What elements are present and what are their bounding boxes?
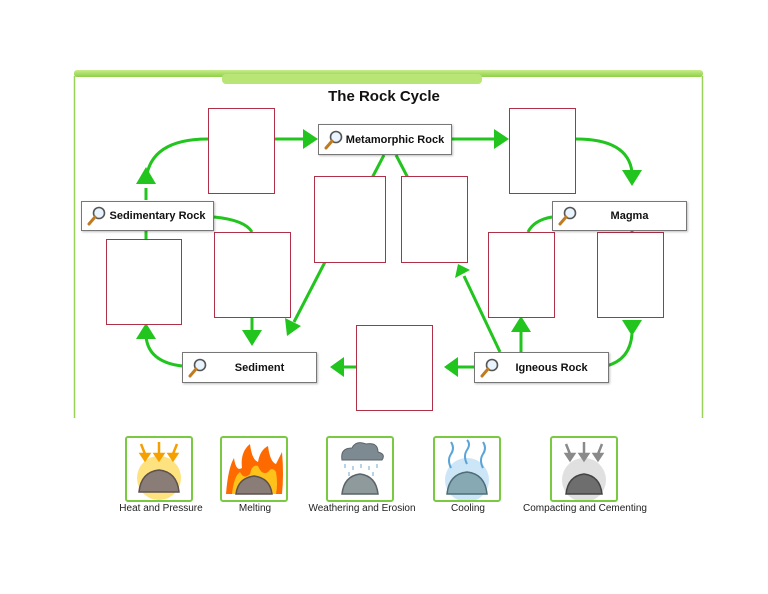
node-metamorphic-rock[interactable]: Metamorphic Rock xyxy=(318,124,452,155)
connector xyxy=(292,261,327,323)
node-label: Magma xyxy=(610,210,649,222)
magnifier-icon[interactable] xyxy=(187,357,209,379)
tool-label: Compacting and Cementing xyxy=(523,503,647,514)
arrowhead xyxy=(136,323,156,339)
arrowhead xyxy=(622,320,642,336)
cooling-icon xyxy=(445,439,489,500)
connector xyxy=(605,333,634,368)
connector xyxy=(144,335,183,368)
node-label: Sediment xyxy=(234,361,285,374)
arrowhead xyxy=(303,129,318,149)
node-label: Metamorphic Rock xyxy=(345,133,445,146)
drop-slot[interactable] xyxy=(314,176,386,263)
magnifier-icon[interactable] xyxy=(557,205,579,227)
tool-heat-and-pressure[interactable] xyxy=(125,436,193,502)
arrowhead xyxy=(494,129,509,149)
arrowhead xyxy=(242,330,262,346)
connector xyxy=(575,137,634,173)
diagram-title: The Rock Cycle xyxy=(328,88,440,105)
tool-melting[interactable] xyxy=(220,436,288,502)
node-label: Sedimentary Rock xyxy=(109,210,206,222)
connector xyxy=(213,215,254,233)
magnifier-icon[interactable] xyxy=(323,129,345,151)
node-sediment[interactable]: Sediment xyxy=(182,352,317,383)
arrowhead xyxy=(136,167,156,184)
drop-slot[interactable] xyxy=(597,232,664,318)
connector xyxy=(394,154,410,179)
connector xyxy=(462,275,502,353)
weathering-erosion-icon xyxy=(341,442,384,495)
arrowhead xyxy=(455,264,470,278)
drop-slot[interactable] xyxy=(401,176,468,263)
node-sedimentary-rock[interactable]: Sedimentary Rock xyxy=(81,201,214,231)
tool-cooling[interactable] xyxy=(433,436,501,502)
connector xyxy=(526,215,553,233)
node-igneous-rock[interactable]: Igneous Rock xyxy=(474,352,609,383)
drop-slot[interactable] xyxy=(106,239,182,325)
drop-slot[interactable] xyxy=(488,232,555,318)
heat-pressure-icon xyxy=(137,442,181,500)
tool-compacting-and-cementing[interactable] xyxy=(550,436,618,502)
compacting-cementing-icon xyxy=(562,442,606,500)
frame-tab xyxy=(222,74,482,84)
tool-label: Cooling xyxy=(451,503,485,514)
tool-weathering-and-erosion[interactable] xyxy=(326,436,394,502)
magnifier-icon[interactable] xyxy=(479,357,501,379)
drop-slot[interactable] xyxy=(509,108,576,194)
node-label: Igneous Rock xyxy=(515,361,588,374)
arrowhead xyxy=(444,357,458,377)
arrowhead xyxy=(285,318,301,336)
arrowhead xyxy=(622,170,642,186)
drop-slot[interactable] xyxy=(214,232,291,318)
node-magma[interactable]: Magma xyxy=(552,201,687,231)
tool-label: Melting xyxy=(238,503,272,514)
magnifier-icon[interactable] xyxy=(86,205,108,227)
drop-slot[interactable] xyxy=(356,325,433,411)
connector xyxy=(370,154,386,179)
arrowhead xyxy=(511,316,531,332)
arrowhead xyxy=(330,357,344,377)
drop-slot[interactable] xyxy=(208,108,275,194)
connector xyxy=(144,137,209,181)
tool-label: Heat and Pressure xyxy=(119,503,203,514)
tool-label: Weathering and Erosion xyxy=(308,503,416,514)
melting-icon xyxy=(226,444,283,495)
